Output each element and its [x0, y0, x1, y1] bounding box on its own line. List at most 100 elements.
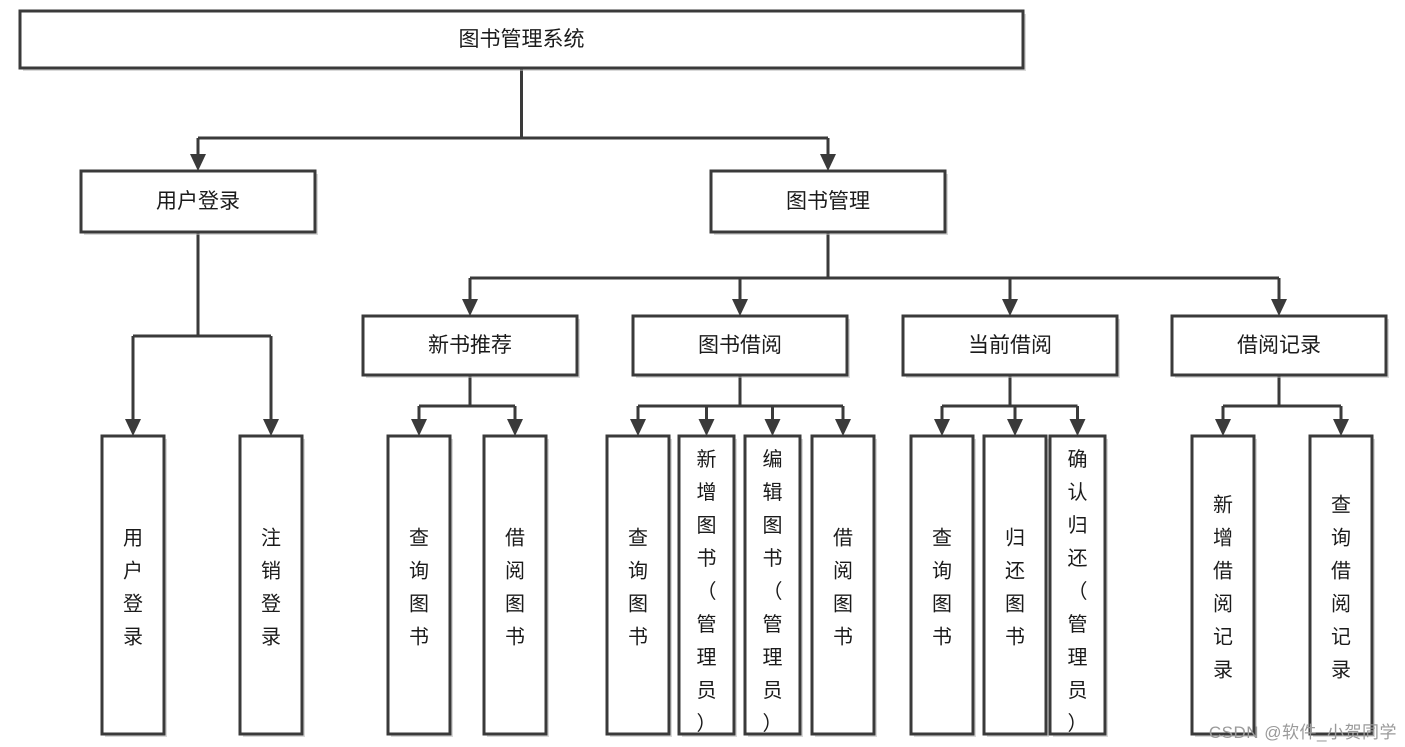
node-box: [361, 314, 579, 377]
arrow-head-icon: [411, 419, 427, 436]
arrow-head-icon: [732, 299, 748, 316]
csdn-watermark: CSDN @软件_小贺同学: [1208, 723, 1397, 742]
node-label-char: 借: [1331, 560, 1351, 583]
arrow-head-icon: [764, 419, 781, 436]
arrow-head-icon: [125, 419, 141, 436]
node-label-char: 图: [1005, 594, 1025, 616]
node-label-char: 询: [409, 560, 429, 583]
node-book-borrow[interactable]: 图书借阅: [631, 314, 850, 378]
node-book-manage[interactable]: 图书管理: [709, 169, 948, 235]
node-label-char: 阅: [1331, 593, 1351, 616]
node-label-char: 书: [409, 626, 429, 649]
node-box: [677, 434, 736, 736]
arrow-head-icon: [698, 419, 715, 436]
node-label-char: 编: [763, 448, 783, 471]
node-user-login[interactable]: 用户登录: [79, 169, 318, 235]
node-box: [482, 434, 548, 736]
node-box: [386, 434, 452, 736]
node-label-char: 书: [833, 626, 853, 649]
node-label-char: 图: [628, 594, 648, 616]
node-label-char: 借: [833, 527, 853, 550]
node-label-char: 理: [763, 647, 783, 669]
node-label-char: 理: [1068, 647, 1088, 669]
node-label: 当前借阅: [968, 334, 1052, 357]
node-label-char: 录: [1213, 660, 1233, 682]
node-label-char: 图: [763, 515, 783, 537]
arrow-head-icon: [462, 299, 478, 316]
node-box: [982, 434, 1048, 736]
node-label: 新书推荐: [428, 334, 512, 357]
node-label-char: 新: [1213, 494, 1233, 517]
node-label-char: （: [697, 580, 717, 603]
node-label-char: 录: [1331, 660, 1351, 682]
node-box: [1308, 434, 1374, 736]
node-label-char: 还: [1068, 547, 1088, 570]
node-borrow-record[interactable]: 借阅记录: [1170, 314, 1389, 378]
node-current-borrow[interactable]: 当前借阅: [901, 314, 1120, 378]
node-label-char: 询: [628, 560, 648, 583]
arrow-head-icon: [507, 419, 523, 436]
arrow-head-icon: [835, 419, 851, 436]
arrow-head-icon: [1002, 299, 1018, 316]
node-label: 图书管理系统: [459, 28, 585, 51]
node-label-char: ）: [1068, 712, 1088, 735]
node-label-char: 增: [1213, 527, 1233, 550]
node-label-char: （: [1068, 580, 1088, 603]
node-label-char: 图: [505, 594, 525, 616]
node-root[interactable]: 图书管理系统: [18, 9, 1026, 71]
node-label-char: 图: [932, 594, 952, 616]
arrow-head-icon: [934, 419, 950, 436]
node-label-char: 归: [1068, 514, 1088, 537]
node-label-char: 员: [697, 680, 717, 702]
node-label-char: 管: [697, 613, 717, 636]
node-box: [901, 314, 1119, 377]
node-label: 用户登录: [156, 190, 240, 213]
node-label-char: （: [763, 580, 783, 603]
node-label-char: 书: [763, 547, 783, 570]
node-label-char: 记: [1331, 626, 1351, 649]
arrow-head-icon: [190, 154, 206, 171]
node-label-char: 记: [1213, 626, 1233, 649]
node-layer: 图书管理系统用户登录图书管理新书推荐图书借阅当前借阅借阅记录用户登录注销登录查询…: [18, 9, 1389, 737]
node-label-char: ）: [697, 712, 717, 735]
node-label-char: 查: [932, 527, 952, 550]
node-label-char: 查: [628, 527, 648, 550]
arrow-head-icon: [1069, 419, 1086, 436]
node-label-char: 还: [1005, 560, 1025, 583]
node-label-char: 阅: [1213, 593, 1233, 616]
node-label-char: 管: [1068, 613, 1088, 636]
node-label-char: 书: [1005, 626, 1025, 649]
node-label-char: 录: [261, 627, 281, 649]
node-label-char: 用: [123, 528, 143, 550]
node-label-char: 登: [261, 593, 281, 616]
node-label-char: 图: [697, 515, 717, 537]
node-leaf-user-login[interactable]: 用户登录: [100, 434, 167, 737]
node-label-char: 图: [833, 594, 853, 616]
node-label: 图书借阅: [698, 334, 782, 357]
connector-layer: [125, 68, 1349, 436]
node-label-char: 理: [697, 647, 717, 669]
node-label-char: 借: [505, 527, 525, 550]
node-label-char: 销: [261, 560, 281, 583]
node-box: [810, 434, 876, 736]
node-label-char: 询: [932, 560, 952, 583]
node-label-char: 员: [763, 680, 783, 702]
node-label-char: 书: [932, 626, 952, 649]
arrow-head-icon: [1215, 419, 1231, 436]
arrow-head-icon: [1007, 419, 1023, 436]
node-new-book-recommend[interactable]: 新书推荐: [361, 314, 580, 378]
